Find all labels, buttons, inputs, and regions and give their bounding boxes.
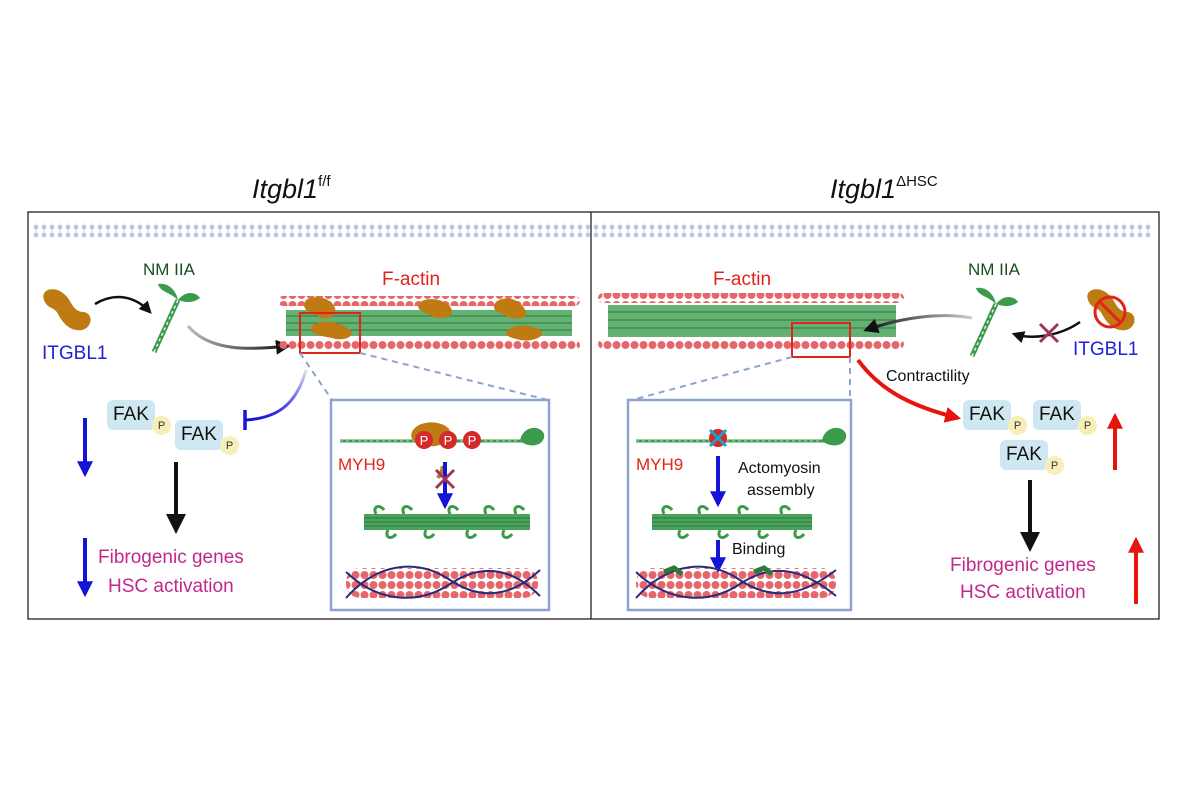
- arrow-itgbl1-to-nm: [94, 295, 152, 314]
- myosin-filament-right: [652, 505, 812, 539]
- binding-label: Binding: [732, 541, 786, 558]
- myh9-label-right: MYH9: [636, 455, 684, 474]
- itgbl1-protein-left: [43, 289, 91, 331]
- phospho-sites-left: [415, 431, 481, 449]
- phospho-badge: P: [220, 436, 239, 455]
- phospho-badge: P: [1008, 416, 1027, 435]
- prohibited-icon: [1093, 295, 1127, 329]
- contractility-label: Contractility: [886, 368, 970, 385]
- nm-iia-glyph-left: [151, 283, 200, 354]
- assembly-label: assembly: [747, 482, 815, 499]
- factin-bundle-right: [598, 293, 904, 358]
- phospho-mark: P: [420, 433, 429, 448]
- myosin-filament-left: [364, 505, 530, 539]
- factin-label-left: F-actin: [382, 269, 441, 290]
- left-title-sup: f/f: [318, 173, 331, 190]
- fak-box: FAK: [107, 400, 155, 430]
- phospho-mark: P: [444, 433, 453, 448]
- zoom-box-left: [299, 312, 361, 354]
- right-panel-title: Itgbl1ΔHSC: [830, 173, 938, 204]
- fak-box: FAK: [1000, 440, 1048, 470]
- fibrogenic-genes-label-left: Fibrogenic genes: [98, 547, 244, 568]
- phospho-mark: P: [468, 433, 477, 448]
- left-panel-title: Itgbl1f/f: [252, 173, 331, 204]
- myh9-molecule-right: [636, 427, 847, 448]
- contractility-arrow: [856, 358, 962, 423]
- factin-label-right: F-actin: [713, 269, 772, 290]
- actomyosin-label: Actomyosin: [738, 460, 821, 477]
- hsc-activation-label-left: HSC activation: [108, 576, 234, 597]
- right-title-main: Itgbl1: [830, 174, 897, 204]
- nm-iia-label-right: NM IIA: [968, 260, 1020, 279]
- inhibition-curve: [245, 369, 308, 422]
- phospho-badge: P: [1078, 416, 1097, 435]
- actin-filament-right: [635, 565, 837, 599]
- left-title-main: Itgbl1: [252, 174, 319, 204]
- fak-box: FAK: [1033, 400, 1081, 430]
- myh9-label-left: MYH9: [338, 455, 386, 474]
- hsc-activation-label-right: HSC activation: [960, 582, 1086, 603]
- phospho-badge: P: [1045, 456, 1064, 475]
- block-x-right: [1038, 322, 1060, 344]
- nm-iia-label-left: NM IIA: [143, 260, 195, 279]
- zoom-box-right: [791, 322, 851, 358]
- right-title-sup: ΔHSC: [896, 173, 938, 190]
- itgbl1-label-left: ITGBL1: [42, 343, 108, 364]
- fak-box: FAK: [963, 400, 1011, 430]
- factin-bundle-left: [278, 296, 580, 354]
- fak-box: FAK: [175, 420, 223, 450]
- nm-iia-glyph-right: [969, 287, 1018, 358]
- actin-filament-left: [345, 565, 541, 599]
- phospho-badge: P: [152, 416, 171, 435]
- block-x-left: [434, 468, 456, 490]
- cell-membrane: [33, 223, 1154, 237]
- arrow-nm-to-factin: [186, 325, 291, 355]
- outer-frame: [27, 211, 1160, 620]
- arrow-nm-to-factin-right: [863, 314, 973, 334]
- itgbl1-label-right: ITGBL1: [1073, 339, 1139, 360]
- fibrogenic-genes-label-right: Fibrogenic genes: [950, 555, 1096, 576]
